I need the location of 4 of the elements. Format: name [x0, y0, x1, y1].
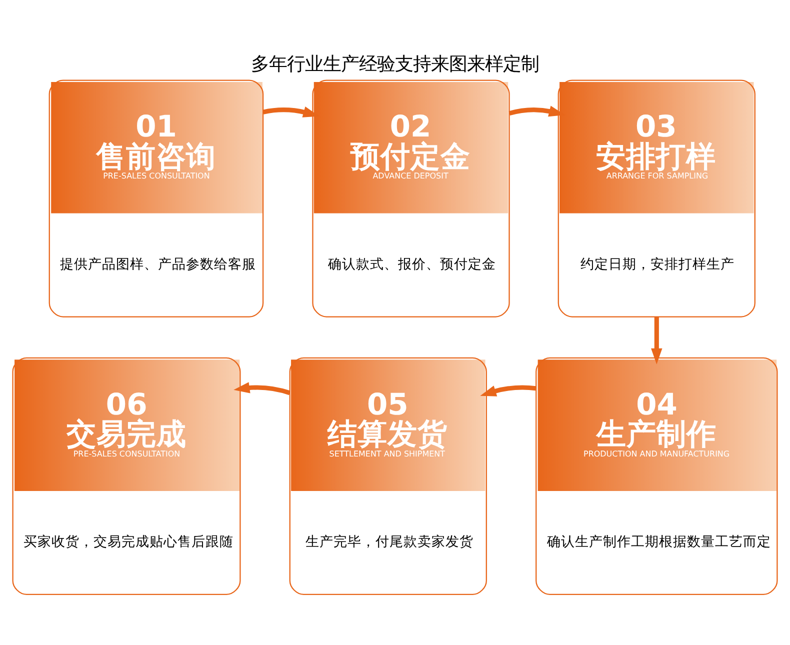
- arrow: [480, 385, 536, 396]
- diagram-title: 多年行业生产经验支持来图来样定制: [251, 54, 539, 75]
- arrow: [234, 382, 290, 396]
- arrow: [651, 316, 662, 364]
